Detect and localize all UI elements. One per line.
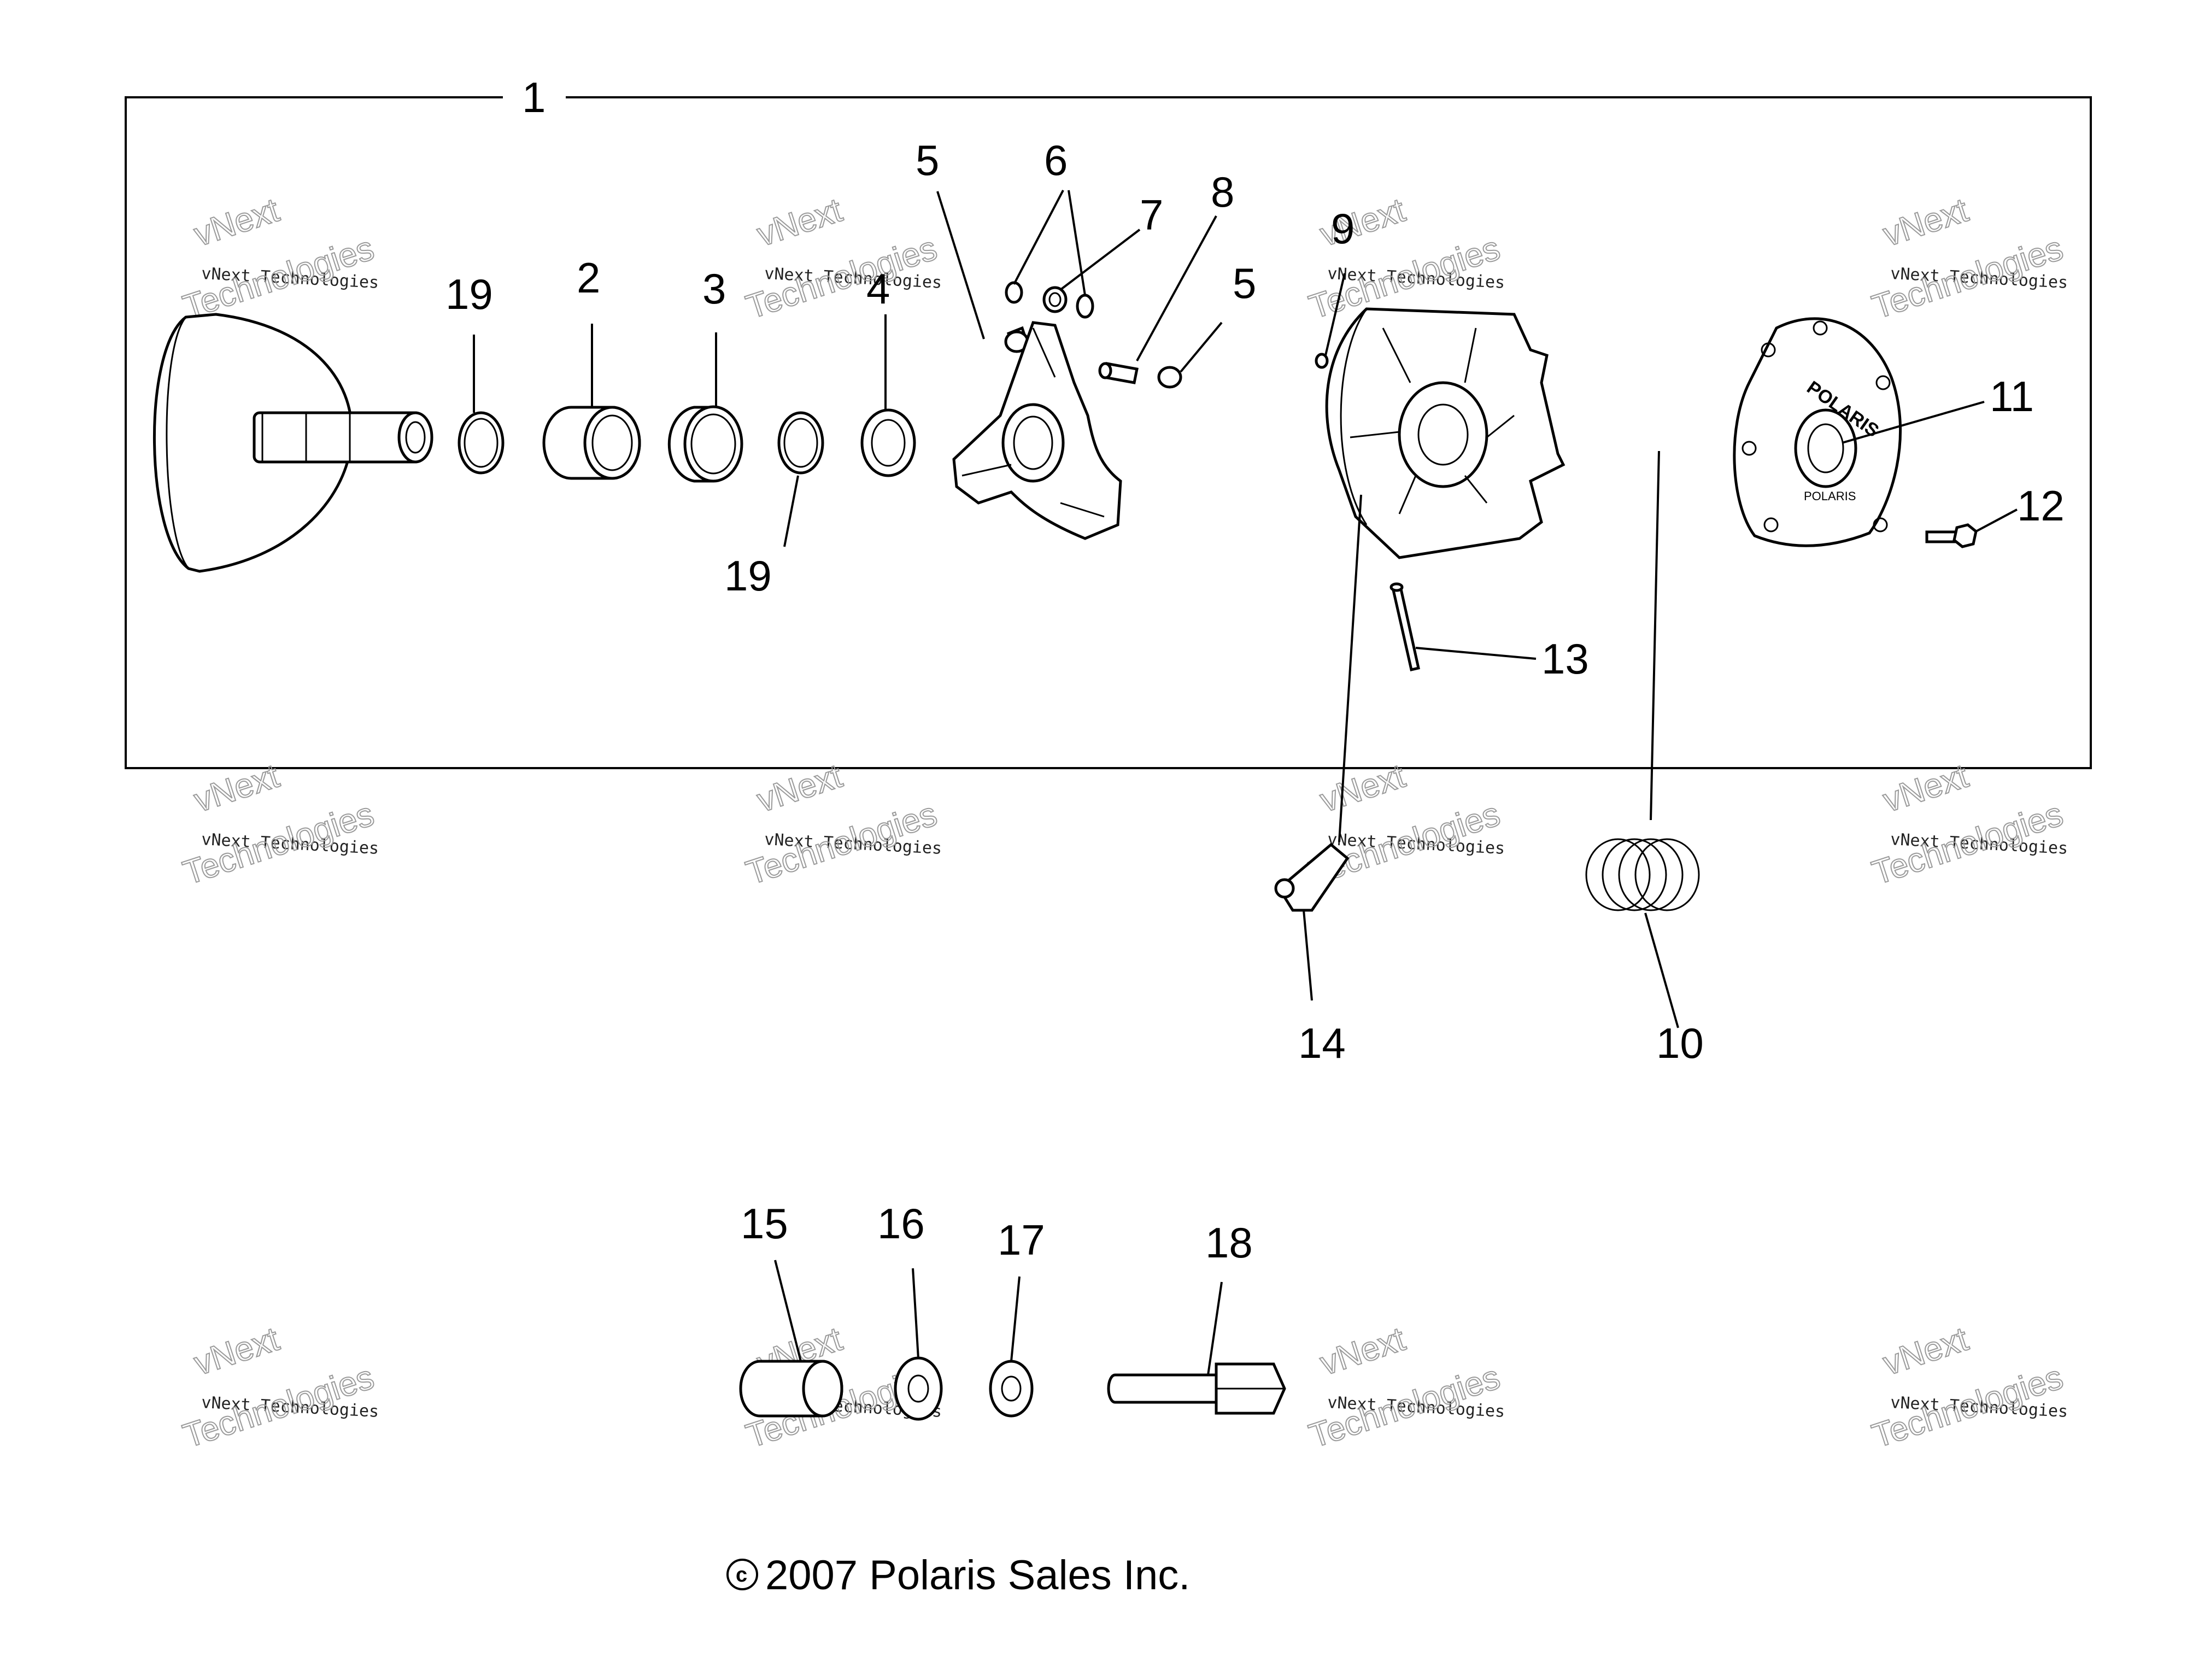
svg-text:vNext: vNext — [190, 757, 284, 820]
watermark: vNext vNext Technologies Technologies — [1867, 757, 2068, 893]
callout-8: 8 — [1211, 168, 1234, 216]
watermark: vNext vNext Technologies Technologies — [178, 757, 379, 893]
watermark: vNext vNext Technologies Technologies — [178, 191, 379, 327]
stationary-sheave — [153, 313, 433, 573]
callout-1: 1 — [522, 73, 546, 121]
callout-3: 3 — [702, 265, 726, 313]
callout-15: 15 — [741, 1199, 788, 1248]
watermark: vNext vNext Technologies Technologies — [1867, 1320, 2068, 1456]
ring-19-left — [458, 411, 505, 475]
ring-19-right — [777, 411, 824, 475]
callout-12: 12 — [2017, 482, 2065, 530]
assembly-frame — [125, 96, 2092, 769]
spider — [952, 321, 1122, 540]
callout-13: 13 — [1541, 635, 1589, 683]
svg-text:vNext: vNext — [1879, 1320, 1973, 1383]
pin-8 — [1098, 362, 1139, 384]
svg-text:vNext: vNext — [1879, 757, 1973, 820]
callout-9: 9 — [1331, 204, 1355, 253]
movable-sheave — [1325, 307, 1566, 559]
svg-text:vNext: vNext — [1879, 191, 1973, 254]
rollers-6 — [1005, 281, 1094, 319]
copyright-text: 2007 Polaris Sales Inc. — [765, 1552, 1190, 1599]
callout-5b: 5 — [1233, 259, 1256, 307]
svg-text:vNext: vNext — [1316, 757, 1410, 820]
callout-18: 18 — [1205, 1219, 1253, 1267]
callout-16: 16 — [877, 1199, 925, 1248]
pin-13 — [1389, 582, 1420, 672]
cap-5-left — [1004, 326, 1030, 353]
watermark: vNext vNext Technologies Technologies — [1304, 1320, 1505, 1456]
roller-7 — [1042, 286, 1068, 313]
housing-cover-11: POLARIS POLARIS — [1733, 317, 1902, 547]
copyright-symbol-letter: c — [736, 1564, 747, 1587]
callout-19b: 19 — [724, 552, 772, 600]
callouts: 1 2 3 4 5 6 7 8 5 9 19 19 10 11 12 13 14… — [445, 73, 2065, 1267]
callout-5: 5 — [916, 136, 939, 184]
callout-2: 2 — [577, 254, 600, 302]
watermark: vNext vNext Technologies Technologies — [1867, 191, 2068, 327]
spring-10 — [1585, 838, 1700, 911]
callout-17: 17 — [998, 1216, 1045, 1264]
copyright: c 2007 Polaris Sales Inc. — [726, 1552, 1190, 1599]
weight-14 — [1274, 842, 1350, 912]
callout-11: 11 — [1990, 372, 2034, 420]
washer-16 — [894, 1356, 943, 1421]
copyright-symbol-icon — [726, 1559, 758, 1590]
parts: POLARIS POLARIS — [153, 281, 1978, 1421]
svg-text:vNext: vNext — [190, 191, 284, 254]
svg-text:vNext: vNext — [1316, 191, 1410, 254]
bolt-18 — [1107, 1362, 1286, 1415]
cap-5-right — [1157, 366, 1182, 389]
watermark: vNext vNext Technologies Technologies — [741, 191, 942, 327]
watermark: vNext vNext Technologies Technologies — [741, 757, 942, 893]
housing-brand-bottom: POLARIS — [1804, 489, 1856, 503]
bushing-3 — [667, 405, 743, 483]
bolt-12 — [1925, 523, 1978, 548]
washer-4 — [860, 408, 916, 477]
callout-14: 14 — [1298, 1019, 1346, 1067]
svg-text:vNext: vNext — [753, 191, 847, 254]
svg-text:vNext: vNext — [1316, 1320, 1410, 1383]
watermark: vNext vNext Technologies Technologies — [178, 1320, 379, 1456]
callout-6: 6 — [1044, 136, 1068, 184]
bushing-2 — [542, 406, 641, 480]
callout-10: 10 — [1656, 1019, 1704, 1067]
callout-19a: 19 — [445, 270, 493, 318]
svg-text:vNext: vNext — [753, 757, 847, 820]
screw-9 — [1315, 353, 1329, 369]
leader-lines — [473, 190, 2018, 1375]
washer-17 — [989, 1360, 1034, 1418]
callout-7: 7 — [1140, 191, 1163, 239]
svg-text:vNext: vNext — [190, 1320, 284, 1383]
spacer-15 — [739, 1360, 843, 1418]
callout-4: 4 — [866, 265, 890, 313]
